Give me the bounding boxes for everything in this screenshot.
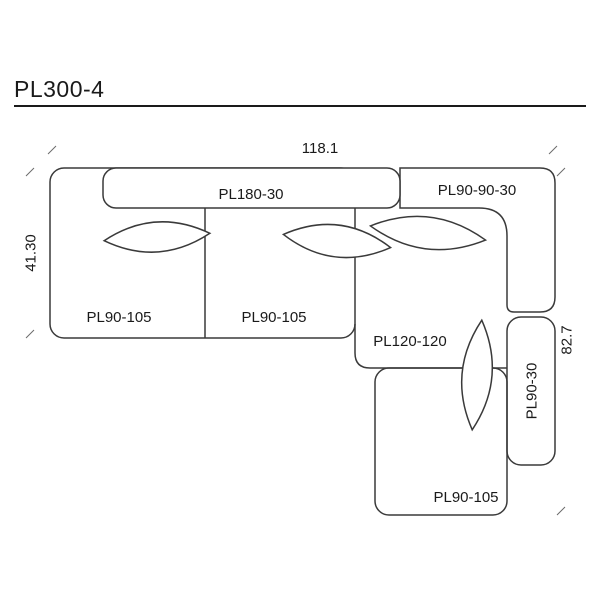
dim-tick-rightheight-top <box>556 167 566 177</box>
dimension-total-width: 118.1 <box>302 140 338 157</box>
dimension-left-depth: 41.30 <box>22 234 39 272</box>
label-backrest-right: PL90-30 <box>523 363 540 420</box>
label-seat-left: PL90-105 <box>86 309 151 326</box>
label-seat-bottom: PL90-105 <box>433 489 498 506</box>
label-seat-corner: PL120-120 <box>373 333 446 350</box>
backrest-long-outline <box>102 167 401 209</box>
label-seat-middle: PL90-105 <box>241 309 306 326</box>
seat-bottom-outline <box>374 367 508 516</box>
cushion-lens-middle <box>281 223 393 259</box>
dimension-right-height: 82.7 <box>558 325 575 354</box>
dim-tick-leftdepth-bottom <box>25 329 35 339</box>
seat-corner-outline <box>354 324 507 369</box>
cushion-lens-vertical <box>460 318 494 432</box>
dim-tick-rightheight-bottom <box>556 506 566 516</box>
cushion-lens-left <box>102 221 212 253</box>
dim-tick-width-left <box>47 145 57 155</box>
page-title: PL300-4 <box>14 76 104 102</box>
backrest-corner-outline <box>399 167 556 313</box>
label-backrest-corner: PL90-90-30 <box>438 182 516 199</box>
dim-tick-leftdepth-top <box>25 167 35 177</box>
dim-tick-width-right <box>548 145 558 155</box>
cushion-lens-right <box>368 215 488 251</box>
label-backrest-long: PL180-30 <box>218 186 283 203</box>
